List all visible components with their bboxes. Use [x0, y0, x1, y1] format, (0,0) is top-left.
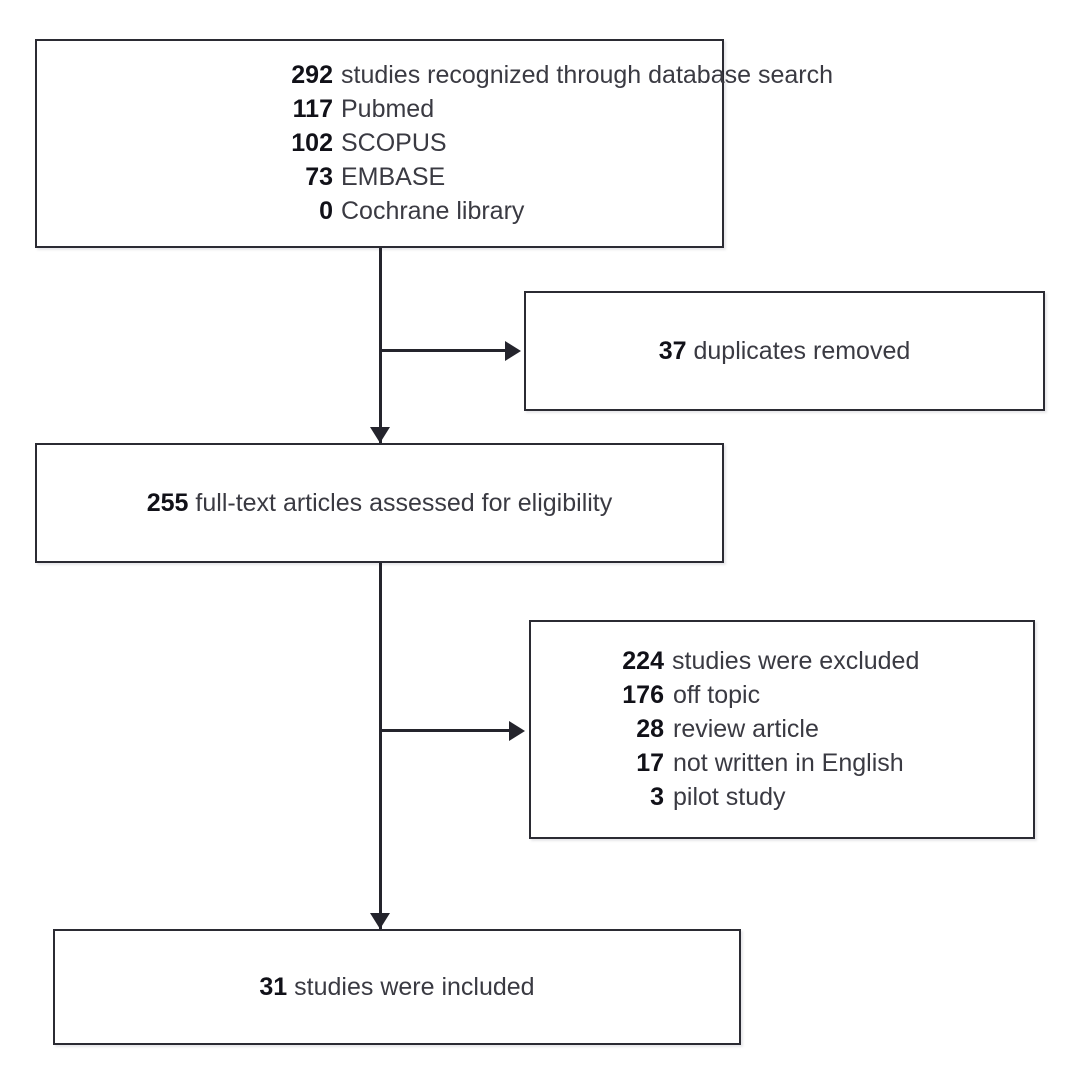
box-fulltext-assessed: 255 full-text articles assessed for elig…	[35, 443, 724, 563]
connector-sources-to-fulltext	[379, 248, 382, 443]
duplicates-label-text: duplicates removed	[693, 337, 911, 365]
connector-fulltext-to-included	[379, 563, 382, 929]
fulltext-count: 255	[146, 489, 189, 517]
excluded-label-not-english: not written in English	[673, 749, 904, 777]
source-count-pubmed: 117	[292, 95, 333, 123]
source-label-embase: EMBASE	[341, 163, 446, 191]
box-duplicates-removed: 37 duplicates removed	[524, 291, 1045, 411]
source-row-cochrane: 0 Cochrane library	[37, 194, 722, 228]
excluded-count-off-topic: 176	[622, 681, 664, 709]
arrowhead-into-excluded	[509, 721, 525, 741]
excluded-reasons-list: 224 studies were excluded 176 off topic 28…	[531, 644, 1033, 814]
sources-header-row: 292 studies recognized through database s…	[37, 58, 833, 92]
excluded-count-review-article: 28	[636, 715, 664, 743]
arrowhead-into-duplicates	[505, 341, 521, 361]
source-label-cochrane: Cochrane library	[341, 197, 525, 225]
excluded-count-pilot-study: 3	[650, 783, 664, 811]
source-row-scopus: 102 SCOPUS	[37, 126, 722, 160]
fulltext-label: full-text articles assessed for eligibil…	[195, 489, 613, 517]
source-count-cochrane: 0	[319, 197, 333, 225]
excluded-total-label: studies were excluded	[672, 647, 920, 675]
sources-breakdown-list: 292 studies recognized through database s…	[37, 58, 833, 228]
excluded-row-review-article: 28 review article	[531, 712, 1033, 746]
included-count: 31	[259, 973, 288, 1001]
sources-total-label: studies recognized through database sear…	[341, 61, 833, 89]
connector-spine-to-duplicates	[379, 349, 509, 352]
excluded-row-pilot-study: 3 pilot study	[531, 780, 1033, 814]
fulltext-text: 255 full-text articles assessed for elig…	[37, 488, 722, 518]
excluded-header-row: 224 studies were excluded	[531, 644, 1033, 678]
source-row-embase: 73 EMBASE	[37, 160, 722, 194]
arrowhead-into-fulltext	[370, 427, 390, 443]
excluded-label-pilot-study: pilot study	[673, 783, 786, 811]
source-count-embase: 73	[305, 163, 333, 191]
excluded-count-not-english: 17	[636, 749, 664, 777]
excluded-row-not-english: 17 not written in English	[531, 746, 1033, 780]
duplicates-count: 37	[658, 337, 687, 365]
sources-total-number: 292	[291, 61, 333, 89]
box-studies-excluded: 224 studies were excluded 176 off topic 28…	[529, 620, 1035, 839]
arrowhead-into-included	[370, 913, 390, 929]
source-count-scopus: 102	[291, 129, 333, 157]
included-text: 31 studies were included	[55, 972, 739, 1002]
excluded-row-off-topic: 176 off topic	[531, 678, 1033, 712]
duplicates-text: 37 duplicates removed	[526, 336, 1043, 366]
source-row-pubmed: 117 Pubmed	[37, 92, 722, 126]
excluded-total-number: 224	[622, 647, 664, 675]
connector-spine-to-excluded	[379, 729, 511, 732]
source-label-pubmed: Pubmed	[341, 95, 435, 123]
excluded-label-review-article: review article	[673, 715, 819, 743]
excluded-label-off-topic: off topic	[673, 681, 761, 709]
included-label: studies were included	[294, 973, 535, 1001]
source-label-scopus: SCOPUS	[341, 129, 447, 157]
box-database-search: 292 studies recognized through database s…	[35, 39, 833, 248]
box-studies-included: 31 studies were included	[53, 929, 741, 1045]
